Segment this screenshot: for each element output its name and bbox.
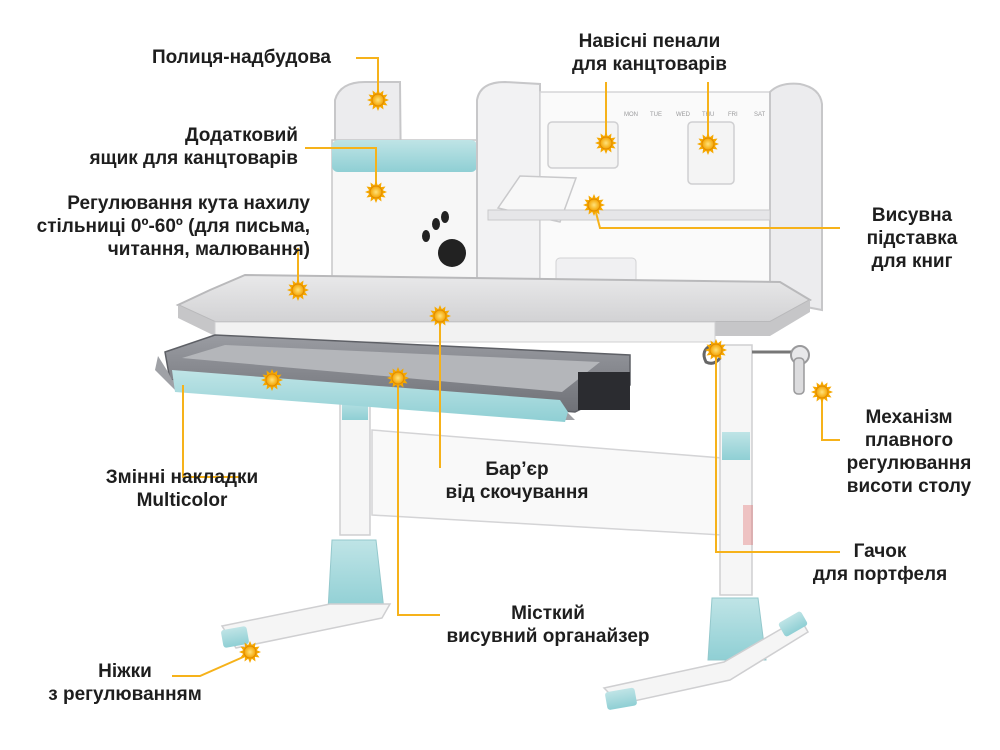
label-pencil-cases: Навісні пенали для канцтоварів xyxy=(572,31,727,75)
pencil-case-right xyxy=(687,121,735,185)
label-barrier: Бар’єр від скочування xyxy=(445,459,589,503)
calendar-day-label: MON xyxy=(624,112,638,118)
label-shelf: Полиця-надбудова xyxy=(152,47,331,68)
sun-marker-icon xyxy=(697,133,719,155)
desk-legs xyxy=(220,344,810,710)
sun-marker-icon xyxy=(387,367,409,389)
sun-marker-icon xyxy=(811,381,833,403)
sun-marker-icon xyxy=(287,279,309,301)
calendar-day-label: FRI xyxy=(728,112,738,118)
label-extra-box: Додатковий ящик для канцтоварів xyxy=(89,125,298,169)
calendar-day-label: TUE xyxy=(650,112,662,118)
extra-drawer-front xyxy=(332,140,477,172)
sun-marker-icon xyxy=(367,89,389,111)
sun-marker-icon xyxy=(261,369,283,391)
desktop-surface xyxy=(175,273,813,343)
paw-print-decoration xyxy=(422,211,466,267)
label-book-stand: Висувна підставка для книг xyxy=(866,205,958,272)
sun-marker-icon xyxy=(595,132,617,154)
label-organizer: Місткий висувний органайзер xyxy=(446,603,650,647)
sun-marker-icon xyxy=(705,339,727,361)
callout-markers xyxy=(239,89,833,663)
sun-marker-icon xyxy=(583,194,605,216)
label-hook: Гачок для портфеля xyxy=(812,541,948,585)
calendar-day-label: SAT xyxy=(754,112,766,118)
callout-lines xyxy=(172,57,840,677)
calendar-day-label: WED xyxy=(676,112,691,118)
label-height-mechanism: Механізм плавного регулювання висоти сто… xyxy=(846,407,972,497)
sun-marker-icon xyxy=(429,305,451,327)
label-covers: Змінні накладки Multicolor xyxy=(105,467,259,511)
sun-marker-icon xyxy=(365,181,387,203)
sun-marker-icon xyxy=(239,641,261,663)
label-tilt: Регулювання кута нахилу стільниці 0º-60º… xyxy=(36,193,310,260)
label-legs: Ніжки з регулюванням xyxy=(48,661,202,705)
